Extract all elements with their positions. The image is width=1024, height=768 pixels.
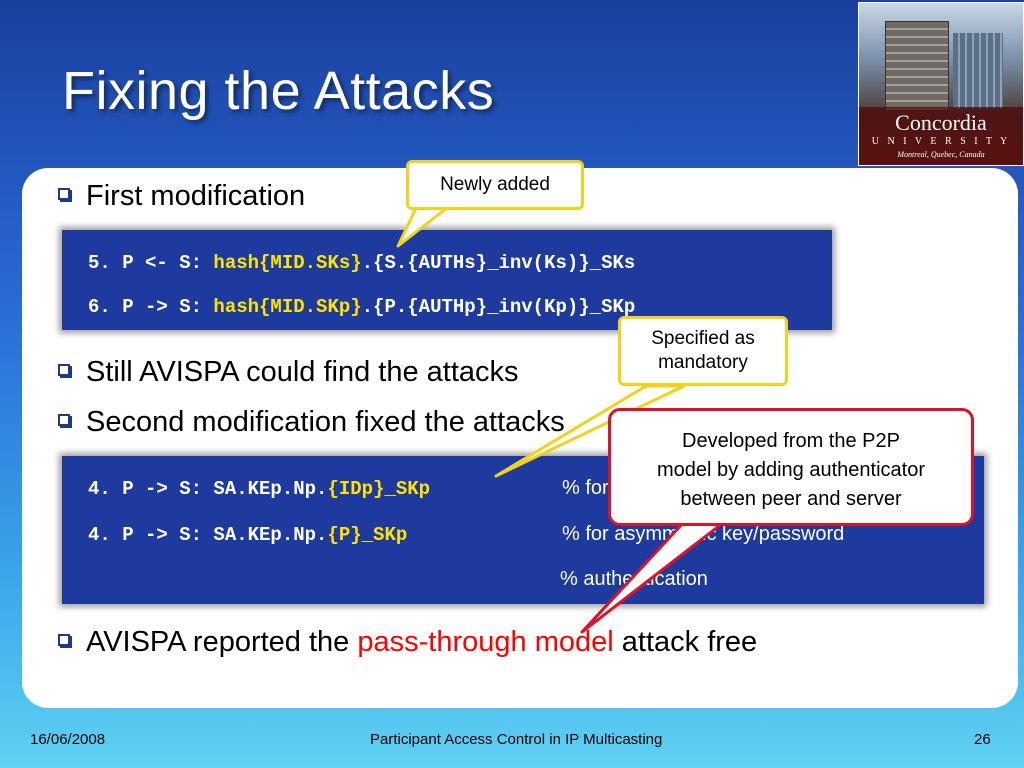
bullet-first-modification: First modification	[58, 180, 305, 213]
pointer-newly-added	[396, 202, 454, 248]
slide-title: Fixing the Attacks	[62, 61, 495, 121]
logo-brand: Concordia U N I V E R S I T Y Montreal, …	[859, 107, 1023, 165]
logo-location: Montreal, Quebec, Canada	[897, 150, 985, 159]
footer-date: 16/06/2008	[30, 731, 106, 748]
callout-p2p: Developed from the P2P model by adding a…	[608, 408, 974, 526]
bullet-second-modification: Second modification fixed the attacks	[58, 406, 565, 439]
code1-line-5: 5. P <- S: hash{MID.SKs}.{S.{AUTHs}_inv(…	[88, 252, 636, 274]
concordia-logo: Concordia U N I V E R S I T Y Montreal, …	[858, 2, 1024, 166]
logo-name: Concordia	[895, 110, 987, 135]
bullet-square-icon	[58, 364, 70, 377]
bullet-avispa-reported: AVISPA reported the pass-through model a…	[58, 626, 757, 659]
logo-subtitle: U N I V E R S I T Y	[871, 136, 1011, 147]
code2-line-2: 4. P -> S: SA.KEp.Np.{P}_SKp	[88, 524, 408, 546]
code2-line-1: 4. P -> S: SA.KEp.Np.{IDp}_SKp	[88, 478, 431, 500]
footer-page-number: 26	[974, 731, 991, 748]
code1-line-6: 6. P -> S: hash{MID.SKp}.{P.{AUTHp}_inv(…	[88, 296, 636, 318]
pointer-p2p	[580, 520, 726, 634]
code-block-1	[62, 230, 832, 330]
footer-title: Participant Access Control in IP Multica…	[370, 731, 663, 748]
bullet-square-icon	[58, 634, 70, 647]
bullet-square-icon	[58, 188, 70, 201]
bullet-still-avispa: Still AVISPA could find the attacks	[58, 356, 519, 389]
callout-mandatory: Specified as mandatory	[618, 316, 788, 386]
building-graphic-2	[953, 33, 1003, 109]
callout-newly-added: Newly added	[406, 160, 584, 210]
bullet-square-icon	[58, 414, 70, 427]
